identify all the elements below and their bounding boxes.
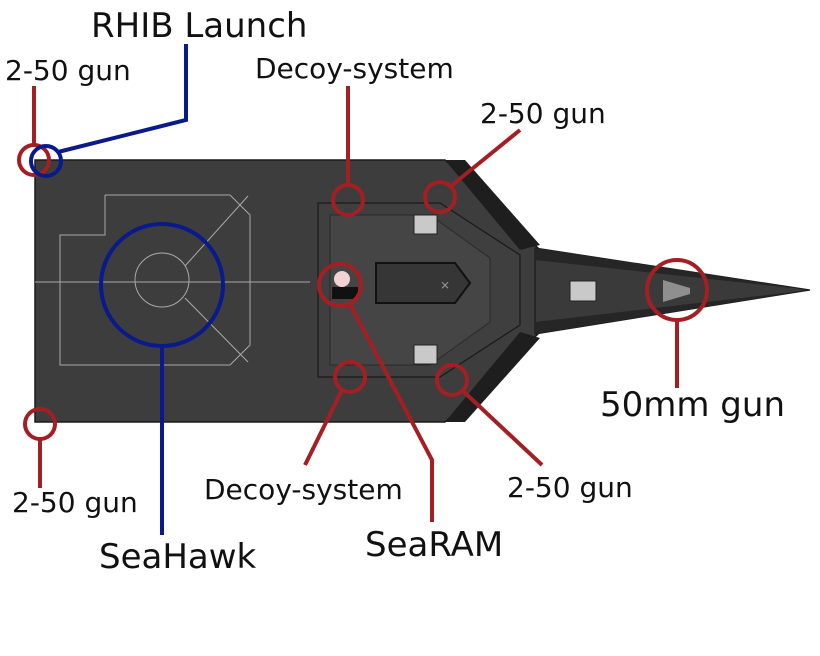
bridge-window: [375, 262, 472, 304]
gun-top-right-leader: [449, 128, 522, 188]
label-decoy-bottom: Decoy-system: [204, 473, 403, 506]
hull-bevel-lower: [445, 332, 540, 422]
gun-bottom-right-marker: [435, 363, 469, 397]
turret-box-upper: [413, 214, 438, 235]
bridge-mark: ⨯: [440, 278, 450, 292]
decoy-bottom-leader: [303, 389, 344, 466]
label-searam: SeaRAM: [365, 525, 503, 565]
turret-box-lower: [413, 344, 438, 365]
label-50mm-gun: 50mm gun: [600, 385, 785, 425]
searam-launcher: [334, 271, 350, 287]
searam-leader: [348, 303, 434, 522]
label-gun-top-right: 2-50 gun: [480, 97, 606, 130]
hull-bevel-upper: [445, 160, 540, 250]
label-decoy-top: Decoy-system: [255, 52, 454, 85]
label-gun-bottom-left: 2-50 gun: [12, 486, 138, 519]
searam-marker: [317, 262, 363, 308]
label-gun-top-left: 2-50 gun: [5, 54, 131, 87]
gun-bottom-right-leader: [461, 389, 544, 467]
ship-hull: ⨯: [34, 159, 811, 423]
gun-top-right-marker: [423, 180, 457, 214]
aviation-markers: [29, 44, 225, 535]
gun-50mm-mount: [663, 280, 690, 302]
bow-spike-shade-low: [535, 290, 810, 334]
rhib-launch-marker: [29, 144, 63, 178]
searam-base: [332, 287, 358, 299]
labels: RHIB Launch 2-50 gun Decoy-system 2-50 g…: [5, 6, 785, 577]
label-gun-bottom-right: 2-50 gun: [507, 471, 633, 504]
decoy-bottom-marker: [333, 360, 367, 394]
rhib-launch-leader: [57, 44, 188, 154]
label-rhib-launch: RHIB Launch: [91, 6, 307, 46]
label-seahawk: SeaHawk: [99, 537, 257, 577]
weapon-markers: [17, 86, 709, 522]
bow-spike-shade: [535, 248, 810, 290]
turret-box-bow: [569, 280, 597, 302]
flight-deck-markings: [35, 194, 310, 366]
